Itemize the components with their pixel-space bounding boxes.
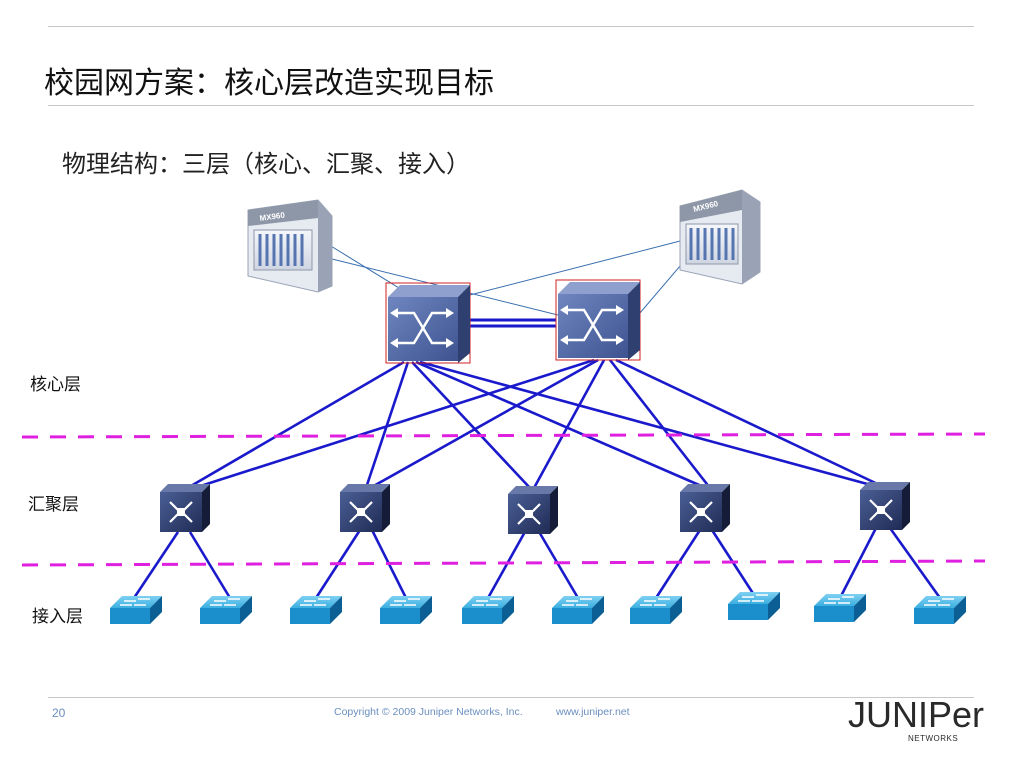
router-chassis-icon [679,189,761,285]
aggregation-switch-icon [160,484,210,532]
access-switch-icon [914,596,966,624]
uplink [608,359,712,489]
footer-rule [48,697,974,698]
title-underline [48,105,974,106]
aggregation-switch-icon [340,484,390,532]
uplink [183,360,405,492]
access-switch-10[interactable] [914,596,966,624]
access-switch-icon [728,592,780,620]
access-switch-7[interactable] [630,596,682,624]
access-switch-9[interactable] [814,594,866,622]
access-switch-6[interactable] [552,596,604,624]
access-switch-1[interactable] [110,596,162,624]
uplink [419,360,883,490]
core-switch-left[interactable] [385,282,471,364]
uplink [187,358,595,492]
access-switch-8[interactable] [728,592,780,620]
aggregation-layer-label: 汇聚层 [28,495,79,515]
access-switch-icon [380,596,432,624]
aggregation-switch-icon [860,482,910,530]
website-link[interactable]: www.juniper.net [556,706,630,718]
aggregation-switch-5[interactable] [860,482,910,530]
uplink [415,360,707,490]
access-switch-icon [462,596,514,624]
page-number: 20 [52,706,66,720]
router-link [325,242,413,297]
uplink [369,358,599,490]
layer-dividers [21,432,986,567]
uplink [615,358,887,490]
access-switch-2[interactable] [200,596,252,624]
access-switch-3[interactable] [290,596,342,624]
core-switch-right[interactable] [555,279,641,361]
aggregation-switch-2[interactable] [340,484,390,532]
access-switch-icon [814,594,866,622]
core-aggregation-links [183,358,887,492]
router-left[interactable]: MX960 [247,199,333,293]
router-right[interactable]: MX960 [679,189,761,285]
aggregation-switch-4[interactable] [680,484,730,532]
access-switches [110,592,966,624]
slide-title: 校园网方案：核心层改造实现目标 [44,66,494,101]
copyright-notice: Copyright © 2009 Juniper Networks, Inc. [334,706,523,718]
router-chassis-icon [247,199,333,293]
router-link [465,239,685,297]
aggregation-switch-3[interactable] [508,486,558,534]
core-aggregation-divider [21,432,986,439]
uplink [532,359,606,489]
core-switch-icon [385,282,471,364]
access-layer-label: 接入层 [32,607,83,627]
slide-subtitle: 物理结构：三层（核心、汇聚、接入） [62,150,470,178]
router-model-label: MX960 [259,210,286,223]
access-switch-4[interactable] [380,596,432,624]
top-rule [48,26,974,27]
logo-wordmark: JUNIPer [848,694,985,735]
aggregation-access-divider [21,559,986,567]
core-interconnect [470,318,556,328]
aggregation-switch-1[interactable] [160,484,210,532]
access-switch-icon [110,596,162,624]
core-switch-icon [555,279,641,361]
juniper-logo: JUNIPer NETWORKS [848,694,984,746]
core-layer-label: 核心层 [30,375,81,395]
uplink [411,361,531,489]
access-switch-icon [552,596,604,624]
access-switch-5[interactable] [462,596,514,624]
access-switch-icon [630,596,682,624]
aggregation-switch-icon [508,486,558,534]
network-diagram: MX960 MX960 [21,189,986,624]
logo-tagline: NETWORKS [908,734,959,743]
access-switch-icon [200,596,252,624]
aggregation-switch-icon [680,484,730,532]
access-switch-icon [290,596,342,624]
